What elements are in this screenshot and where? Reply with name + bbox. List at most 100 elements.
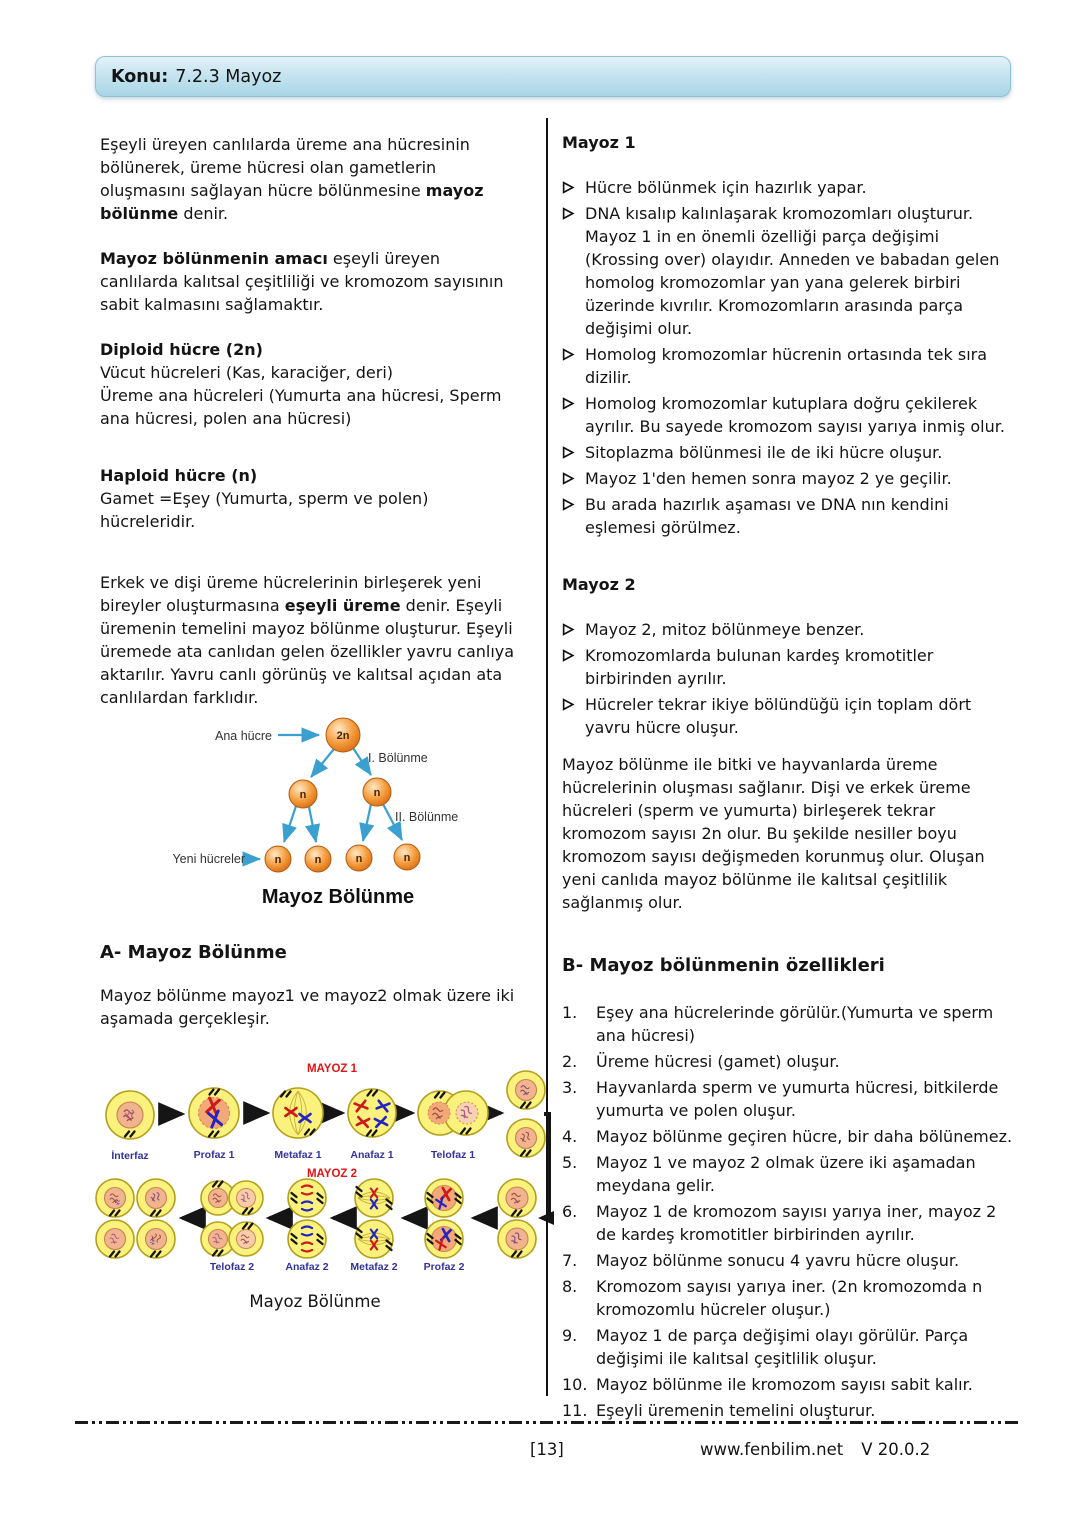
numbered-item: 1.Eşey ana hücrelerinde görülür.(Yumurta…	[562, 1003, 994, 1045]
svg-text:2n: 2n	[337, 730, 350, 742]
telofaz2-cell	[200, 1180, 264, 1216]
new-cell-n: n	[393, 843, 421, 871]
stages-caption: Mayoz Bölünme	[249, 1292, 381, 1311]
summary-paragraph: Mayoz bölünme ile bitki ve hayvanlarda ü…	[562, 755, 985, 912]
anafaz1-cell	[347, 1088, 397, 1138]
svg-text:n: n	[315, 854, 322, 866]
mayoz1-list: Hücre bölünmek için hazırlık yapar. DNA …	[562, 176, 1014, 539]
arrowhead-bullet-icon	[562, 446, 575, 459]
page-number: [13]	[530, 1440, 564, 1459]
section-a-paragraph: Mayoz bölünme mayoz1 ve mayoz2 olmak üze…	[100, 986, 515, 1028]
arrowhead-bullet-icon	[562, 698, 575, 711]
tree-caption: Mayoz Bölünme	[262, 886, 414, 908]
list-item: Bu arada hazırlık aşaması ve DNA nın ken…	[562, 493, 1014, 539]
numbered-item: 4.Mayoz bölünme geçiren hücre, bir daha …	[562, 1127, 1013, 1146]
mayoz2-figure-title: MAYOZ 2	[307, 1168, 357, 1180]
final-daughter-cell	[95, 1219, 135, 1259]
haploid-block: Haploid hücre (n) Gamet =Eşey (Yumurta, …	[100, 464, 518, 533]
stage-label: Metafaz 2	[350, 1261, 397, 1273]
new-cell-n: n	[264, 845, 292, 873]
list-item: Homolog kromozomlar hücrenin ortasında t…	[562, 343, 1014, 389]
list-item: Kromozomlarda bulunan kardeş kromotitler…	[562, 644, 1014, 690]
list-item: Sitoplazma bölünmesi ile de iki hücre ol…	[562, 441, 1014, 464]
list-item: Mayoz 1'den hemen sonra mayoz 2 ye geçil…	[562, 467, 1014, 490]
numbered-item: 10.Mayoz bölünme ile kromozom sayısı sab…	[562, 1375, 973, 1394]
arrowhead-bullet-icon	[562, 623, 575, 636]
numbered-item: 7.Mayoz bölünme sonucu 4 yavru hücre olu…	[562, 1251, 960, 1270]
stage-label: Telofaz 2	[210, 1261, 254, 1273]
list-item: Mayoz 2, mitoz bölünmeye benzer.	[562, 618, 1014, 641]
sexual-reproduction-paragraph: Erkek ve dişi üreme hücrelerinin birleşe…	[100, 573, 515, 707]
arrowhead-bullet-icon	[562, 649, 575, 662]
numbered-item: 11.Eşeyli üremenin temelini oluşturur.	[562, 1401, 876, 1420]
mayoz2-start-cell	[497, 1219, 537, 1259]
mayoz2-heading: Mayoz 2	[562, 575, 636, 594]
arrowhead-bullet-icon	[562, 348, 575, 361]
diploid-line: Vücut hücreleri (Kas, karaciğer, deri)	[100, 363, 394, 382]
footer-separator	[75, 1421, 1020, 1424]
daughter-cell-n: n	[362, 777, 392, 807]
svg-text:n: n	[275, 854, 282, 866]
daughter-cell-n: n	[288, 779, 318, 809]
mayoz1-daughter-cell	[506, 1118, 546, 1158]
diploid-line: Üreme ana hücreleri (Yumurta ana hücresi…	[100, 386, 502, 428]
right-column: Mayoz 1 Hücre bölünmek için hazırlık yap…	[562, 131, 1014, 1425]
features-list: 1.Eşey ana hücrelerinde görülür.(Yumurta…	[562, 1001, 1014, 1422]
profaz2-cell	[424, 1178, 464, 1218]
arrowhead-bullet-icon	[562, 472, 575, 485]
profaz1-cell	[188, 1087, 240, 1139]
numbered-item: 3.Hayvanlarda sperm ve yumurta hücresi, …	[562, 1078, 999, 1120]
telofaz2-cell	[200, 1221, 264, 1257]
stage-label: İnterfaz	[111, 1149, 148, 1162]
parent-cell-2n: 2n	[325, 717, 361, 753]
section-a-title: A- Mayoz Bölünme	[100, 942, 287, 963]
meiosis-tree-figure: Ana hücre I. Bölünme II. Bölünme Yeni hü…	[172, 717, 458, 908]
svg-text:n: n	[300, 789, 307, 801]
arrowhead-bullet-icon	[562, 181, 575, 194]
division2-label: II. Bölünme	[395, 810, 458, 824]
section-b-title: B- Mayoz bölünmenin özellikleri	[562, 955, 885, 976]
intro-paragraph: Eşeyli üreyen canlılarda üreme ana hücre…	[100, 135, 484, 223]
division1-label: I. Bölünme	[368, 751, 428, 765]
mayoz2-list: Mayoz 2, mitoz bölünmeye benzer. Kromozo…	[562, 618, 1014, 739]
page-title: 7.2.3 Mayoz	[175, 66, 282, 87]
telofaz1-cell	[417, 1090, 489, 1136]
haploid-line: Gamet =Eşey (Yumurta, sperm ve polen) hü…	[100, 489, 429, 531]
interfaz-cell	[105, 1090, 155, 1140]
topic-label: Konu:	[111, 66, 169, 87]
division-arrows	[242, 727, 403, 867]
stage-label: Anafaz 1	[350, 1149, 393, 1161]
topic-header: Konu: 7.2.3 Mayoz	[95, 56, 1011, 97]
mayoz1-daughter-cell	[506, 1070, 546, 1110]
site-url: www.fenbilim.net	[700, 1440, 844, 1459]
meiosis-stages-figure: MAYOZ 1 MAYOZ 2	[95, 1063, 554, 1273]
metafaz2-cell	[354, 1219, 394, 1259]
purpose-paragraph: Mayoz bölünmenin amacı eşeyli üreyen can…	[100, 249, 504, 314]
numbered-item: 6.Mayoz 1 de kromozom sayısı yarıya iner…	[562, 1202, 997, 1244]
new-cell-n: n	[345, 844, 373, 872]
footer-site-box: www.fenbilim.net V 20.0.2	[700, 1440, 930, 1459]
numbered-item: 8.Kromozom sayısı yarıya iner. (2n kromo…	[562, 1277, 983, 1319]
stage-label: Anafaz 2	[285, 1261, 328, 1273]
stage-label: Telofaz 1	[431, 1149, 475, 1161]
new-cell-n: n	[304, 845, 332, 873]
anafaz2-cell	[287, 1178, 327, 1218]
mayoz2-start-cell	[497, 1178, 537, 1218]
diploid-heading: Diploid hücre (2n)	[100, 340, 263, 359]
profaz2-cell	[424, 1219, 464, 1259]
column-divider	[546, 118, 548, 1396]
stage-label: Profaz 2	[424, 1261, 465, 1273]
final-daughter-cell	[136, 1178, 176, 1218]
diploid-block: Diploid hücre (2n) Vücut hücreleri (Kas,…	[100, 338, 518, 430]
final-daughter-cell	[136, 1219, 176, 1259]
list-item: Hücreler tekrar ikiye bölündüğü için top…	[562, 693, 1014, 739]
metafaz2-cell	[354, 1178, 394, 1218]
list-item: Hücre bölünmek için hazırlık yapar.	[562, 176, 1014, 199]
numbered-item: 9.Mayoz 1 de parça değişimi olayı görülü…	[562, 1326, 969, 1368]
arrowhead-bullet-icon	[562, 207, 575, 220]
row-connector-bracket	[538, 1112, 554, 1232]
final-daughter-cell	[95, 1178, 135, 1218]
version-label: V 20.0.2	[861, 1440, 931, 1459]
list-item: Homolog kromozomlar kutuplara doğru çeki…	[562, 392, 1014, 438]
